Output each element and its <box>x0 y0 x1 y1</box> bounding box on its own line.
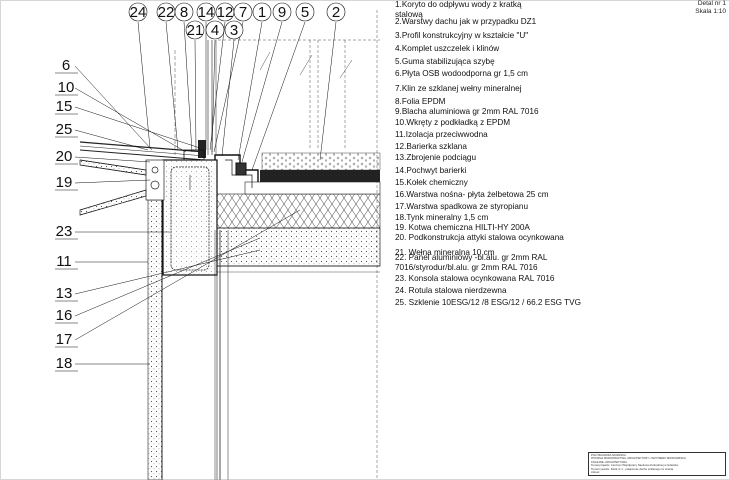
balustrade-post <box>183 140 206 161</box>
callout-label: 4 <box>211 22 219 39</box>
callout-label: 15 <box>56 98 73 115</box>
callout-label: 6 <box>62 57 70 74</box>
legend-item: 9.Blacha aluminiowa gr 2mm RAL 7016 <box>395 107 695 117</box>
callout-label: 21 <box>187 22 204 39</box>
attic-steel-structure <box>162 159 218 276</box>
wall-section <box>147 160 229 480</box>
callout-label: 10 <box>58 79 75 96</box>
callout-label: 14 <box>198 4 215 21</box>
title-line: POLITECHNIKA GDAŃSKA <box>591 454 626 457</box>
legend-item: 8.Folia EPDM <box>395 97 695 107</box>
legend-text: 24. Rotula stalowa nierdzewna <box>395 286 507 295</box>
legend-text: 4.Komplet uszczelek i klinów <box>395 44 500 53</box>
legend-item: 6.Płyta OSB wodoodporna gr 1,5 cm <box>395 69 695 79</box>
legend-item: 24. Rotula stalowa nierdzewna <box>395 286 695 296</box>
legend-item: 10.Wkręty z podkładką z EPDM <box>395 118 695 128</box>
legend-item: 12.Barierka szklana <box>395 142 695 152</box>
callout-label: 22 <box>158 4 175 21</box>
detail-label: Detal nr 1 <box>697 0 726 7</box>
legend-text: 15.Kołek chemiczny <box>395 178 468 187</box>
legend-text: 12.Barierka szklana <box>395 142 467 151</box>
legend-text: 21. Wełna mineralna 10 cm <box>395 248 495 257</box>
gutter-flashing <box>214 154 259 188</box>
legend-text: 6.Płyta OSB wodoodporna gr 1,5 cm <box>395 69 528 78</box>
callout-label: 12 <box>217 4 234 21</box>
callout-label: 25 <box>56 121 73 138</box>
callout-label: 8 <box>180 4 188 21</box>
legend-item: 4.Komplet uszczelek i klinów <box>395 44 695 54</box>
legend-text: 13.Zbrojenie podciągu <box>395 153 477 162</box>
callouts-left <box>55 72 78 372</box>
callout-label: 20 <box>56 148 73 165</box>
legend-text: 22. Panel aluminiowy -bl.alu. gr 2mm RAL <box>395 253 548 262</box>
legend-text: 1.Koryto do odpływu wody z kratką <box>395 0 522 9</box>
callout-label: 13 <box>56 285 73 302</box>
legend-item: 25. Szklenie 10ESG/12 /8 ESG/12 / 66.2 E… <box>395 298 695 308</box>
callout-label: 17 <box>56 331 73 348</box>
legend-text: 17.Warstwa spadkowa ze styropianu <box>395 202 529 211</box>
legend-item: 5.Guma stabilizująca szybę <box>395 57 695 67</box>
title-line: Temat projektu: Centrum Współpracy Nauko… <box>591 464 679 468</box>
callout-label: 5 <box>301 4 309 21</box>
legend-text: 18.Tynk mineralny 1,5 cm <box>395 213 489 222</box>
legend-text-continued: 7016/styrodur/bl.alu. gr 2mm RAL 7016 <box>395 263 538 273</box>
detail-header: Detal nr 1 Skala 1:10 <box>695 0 726 15</box>
legend-text: 20. Podkonstrukcja attyki stalowa ocynko… <box>395 233 564 242</box>
legend-text: 25. Szklenie 10ESG/12 /8 ESG/12 / 66.2 E… <box>395 298 581 307</box>
callout-label: 24 <box>130 4 147 21</box>
title-line: Arkusz <box>591 471 600 475</box>
legend-item: 21. Wełna mineralna 10 cm <box>395 248 695 258</box>
scale-label: Skala 1:10 <box>695 7 726 15</box>
legend-item: 20. Podkonstrukcja attyki stalowa ocynko… <box>395 233 695 243</box>
title-line: WYDZIAŁ BUDOWNICTWA, ARCHITEKTURY I INŻY… <box>591 457 686 461</box>
legend-item: 7.Klin ze szklanej wełny mineralnej <box>395 84 695 94</box>
title-line: KOLEJNE. ARCHITEKTURA <box>591 460 627 464</box>
callout-label: 7 <box>239 4 247 21</box>
legend-text: 7.Klin ze szklanej wełny mineralnej <box>395 84 522 93</box>
callout-label: 18 <box>56 355 73 372</box>
legend-item: 14.Pochwyt barierki <box>395 166 695 176</box>
callout-label: 3 <box>230 22 238 39</box>
callouts-top: 24 22 8 14 12 7 1 9 5 2 21 4 3 <box>128 2 346 40</box>
steel-console <box>79 159 165 216</box>
callout-label: 2 <box>332 4 340 21</box>
legend-item: 15.Kołek chemiczny <box>395 178 695 188</box>
legend-item: 22. Panel aluminiowy -bl.alu. gr 2mm RAL… <box>395 253 695 274</box>
callout-label: 19 <box>56 174 73 191</box>
title-block: POLITECHNIKA GDAŃSKA WYDZIAŁ BUDOWNICTWA… <box>588 452 726 476</box>
legend-text: 14.Pochwyt barierki <box>395 166 467 175</box>
legend-text: 10.Wkręty z podkładką z EPDM <box>395 118 511 127</box>
callout-label: 11 <box>56 253 72 270</box>
legend-item: 23. Konsola stalowa ocynkowana RAL 7016 <box>395 274 695 284</box>
callout-label: 9 <box>278 4 286 21</box>
legend-text: 11.Izolacja przeciwwodna <box>395 130 488 139</box>
roof-slab <box>216 152 381 480</box>
legend-text: 16.Warstwa nośna- płyta żelbetowa 25 cm <box>395 190 549 199</box>
legend-item: 2.Warstwy dachu jak w przypadku DZ1 <box>395 17 695 27</box>
legend-text: 5.Guma stabilizująca szybę <box>395 57 495 66</box>
legend-item: 3.Profil konstrukcyjny w kształcie "U" <box>395 31 695 41</box>
callout-label: 1 <box>258 4 266 21</box>
legend-text: 9.Blacha aluminiowa gr 2mm RAL 7016 <box>395 107 539 116</box>
legend-text: 3.Profil konstrukcyjny w kształcie "U" <box>395 31 529 40</box>
legend-item: 19. Kotwa chemiczna HILTI-HY 200A <box>395 223 695 233</box>
leader-lines <box>74 21 337 365</box>
legend-item: 16.Warstwa nośna- płyta żelbetowa 25 cm <box>395 190 695 200</box>
callout-label: 16 <box>56 307 73 324</box>
legend-item: 11.Izolacja przeciwwodna <box>395 130 695 140</box>
title-line: Temat rysunku: Detal nr 1 - połączenie d… <box>591 467 674 471</box>
legend-item: 13.Zbrojenie podciągu <box>395 153 695 163</box>
legend-text: 8.Folia EPDM <box>395 97 446 106</box>
legend-text-continued: stalową <box>395 10 423 20</box>
legend-text: 19. Kotwa chemiczna HILTI-HY 200A <box>395 223 530 232</box>
legend-item: 17.Warstwa spadkowa ze styropianu <box>395 202 695 212</box>
legend-item: 18.Tynk mineralny 1,5 cm <box>395 213 695 223</box>
legend-text: 23. Konsola stalowa ocynkowana RAL 7016 <box>395 274 555 283</box>
legend-text: 2.Warstwy dachu jak w przypadku DZ1 <box>395 17 537 26</box>
callout-label: 23 <box>56 223 73 240</box>
